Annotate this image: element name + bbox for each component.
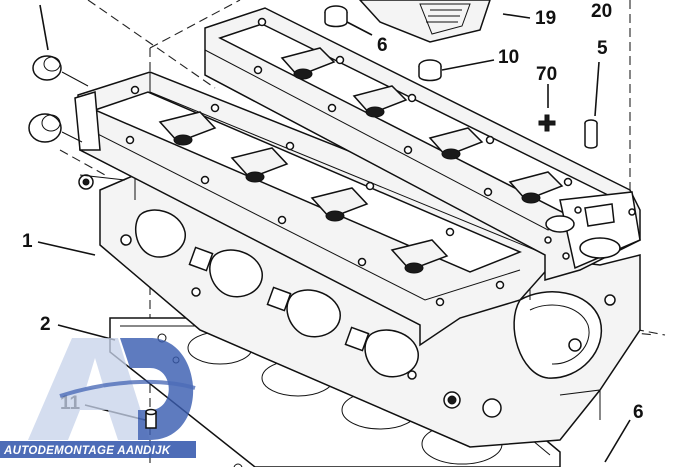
cam-caps-front — [158, 111, 449, 274]
callout-20: 20 — [591, 1, 612, 22]
callout-19: 19 — [535, 8, 556, 29]
sealant-cross-70 — [538, 114, 556, 132]
watermark-swoosh — [59, 379, 196, 398]
callout-6-bottom: 6 — [633, 402, 644, 423]
oil-seals-left — [28, 55, 89, 143]
carrier-bolt-holes-front — [125, 85, 505, 307]
cam-caps-rear — [280, 47, 564, 204]
watermark-d-shape — [120, 338, 194, 440]
seal-cap-10 — [418, 59, 442, 82]
callout-1: 1 — [22, 231, 33, 252]
carrier-bolt-holes-rear — [253, 17, 615, 235]
leader-lines — [37, 4, 631, 463]
watermark-band — [0, 441, 196, 458]
watermark-text: AUTODEMONTAGE AANDIJK — [3, 445, 171, 457]
cover-plate-19 — [358, 0, 491, 43]
callout-2: 2 — [40, 314, 51, 335]
cylinder-head-block — [99, 174, 641, 448]
front-camshaft-carrier — [74, 71, 561, 347]
watermark-logo: AUTODEMONTAGE AANDIJK — [0, 338, 196, 458]
callout-70: 70 — [536, 64, 557, 85]
callout-10: 10 — [498, 47, 519, 68]
callout-6-top: 6 — [377, 35, 388, 56]
rear-camshaft-carrier — [204, 7, 641, 281]
callout-5: 5 — [597, 38, 608, 59]
dowel-pin-5 — [584, 119, 598, 149]
seal-cap-6 — [324, 5, 348, 28]
small-part-11 — [145, 408, 157, 429]
